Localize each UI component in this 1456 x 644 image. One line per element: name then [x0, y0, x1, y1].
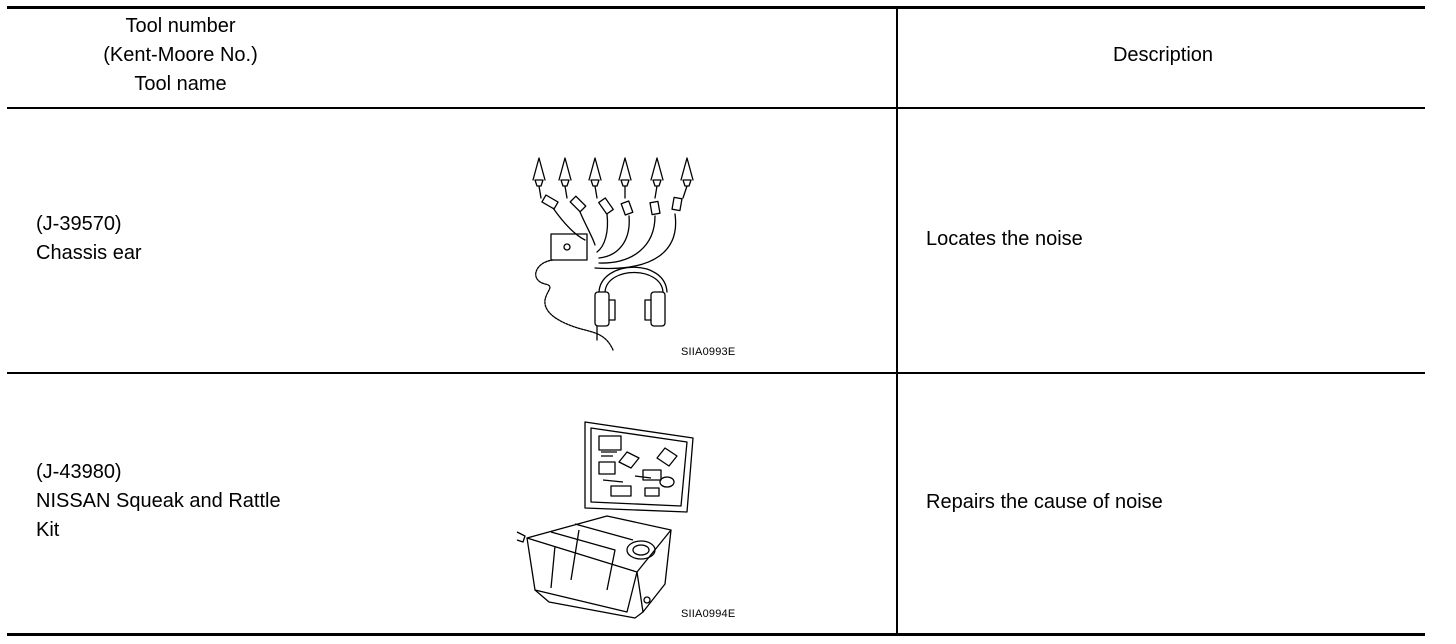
- clip-6: [680, 157, 694, 199]
- clip-1: [532, 157, 546, 199]
- row-1-tool-number: (J-39570): [36, 213, 122, 235]
- header-kent-moore-no: (Kent-Moore No.): [103, 44, 258, 66]
- figure-code-1: SIIA0993E: [681, 346, 736, 358]
- header-description: Description: [1112, 44, 1214, 66]
- header-tool-column: Tool number (Kent-Moore No.) Tool name: [8, 12, 353, 99]
- row-2-tool: (J-43980) NISSAN Squeak and Rattle Kit: [36, 458, 356, 545]
- header-bottom-border: [7, 107, 1425, 109]
- header-tool-name: Tool name: [134, 73, 227, 95]
- chassis-ear-drawing: [532, 157, 694, 351]
- row-1-description: Locates the noise: [926, 228, 1083, 250]
- chassis-ear-illustration: SIIA0993E: [515, 150, 745, 360]
- figure-code-2: SIIA0994E: [681, 608, 736, 620]
- row-2-tool-name-line-2: Kit: [36, 519, 60, 541]
- clip-3: [588, 157, 602, 199]
- row-1-tool: (J-39570) Chassis ear: [36, 210, 356, 268]
- row-2-tool-number: (J-43980): [36, 461, 122, 483]
- row-divider: [7, 372, 1425, 374]
- table-top-border: [7, 6, 1425, 9]
- squeak-rattle-kit-illustration: SIIA0994E: [515, 412, 745, 627]
- row-2-tool-name-line-1: NISSAN Squeak and Rattle: [36, 490, 281, 512]
- header-tool-number: Tool number: [125, 15, 236, 37]
- table-bottom-border: [7, 633, 1425, 636]
- clip-4: [618, 157, 632, 199]
- row-2-description: Repairs the cause of noise: [926, 491, 1163, 513]
- clip-5: [650, 157, 664, 199]
- row-1-tool-name: Chassis ear: [36, 242, 142, 264]
- kit-case-drawing: [516, 421, 694, 619]
- column-divider: [896, 8, 898, 634]
- clip-2: [558, 157, 572, 199]
